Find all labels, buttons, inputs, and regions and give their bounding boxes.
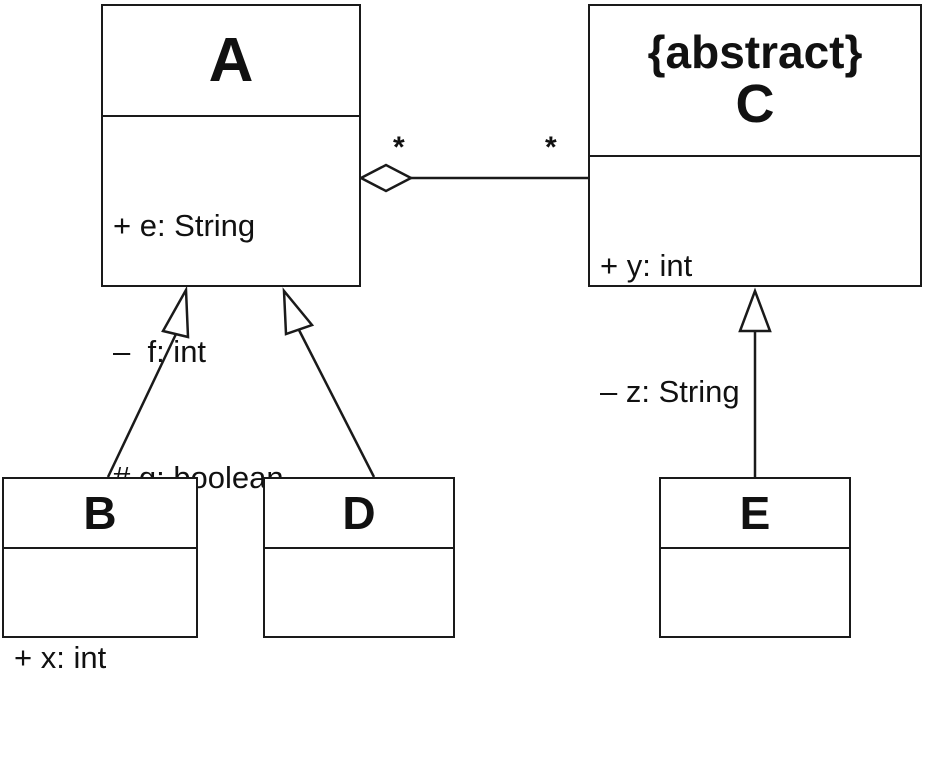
class-e-attributes (661, 549, 849, 553)
class-a-attribute-e: + e: String (113, 208, 256, 243)
class-b-attribute-x: + x: int (14, 640, 107, 675)
class-e-name-compartment: E (661, 479, 849, 549)
uml-class-diagram: A + e: String – f: int # g: boolean {abs… (2, 4, 922, 675)
class-d-name-compartment: D (265, 479, 453, 549)
class-a-name-compartment: A (103, 6, 359, 117)
connectors-layer (106, 163, 772, 478)
generalization-line-b-a (106, 333, 178, 478)
class-c-attribute-y: + y: int (600, 248, 693, 283)
class-a-name: A (208, 25, 254, 95)
class-c-name-compartment: {abstract} C (590, 6, 920, 157)
class-a-attribute-f: – f: int (113, 334, 207, 369)
class-c-attribute-z: – z: String (600, 374, 740, 409)
aggregation-diamond-icon (358, 163, 414, 193)
class-a: A + e: String – f: int # g: boolean (101, 4, 361, 495)
multiplicity-c-end: * (545, 131, 557, 164)
class-b-name-compartment: B (4, 479, 196, 549)
generalization-arrowhead-d-a-icon (282, 287, 315, 336)
class-b-attributes: + x: int (4, 549, 196, 763)
class-c: {abstract} C + y: int – z: String (588, 4, 922, 409)
class-c-name: C (735, 74, 775, 135)
class-d-name: D (342, 486, 376, 539)
class-b: B + x: int (2, 477, 198, 675)
class-d: D (263, 477, 455, 638)
generalization-line-d-a (297, 329, 376, 478)
class-c-attributes: + y: int – z: String (590, 157, 920, 497)
class-b-name: B (83, 486, 117, 539)
class-d-attributes (265, 549, 453, 553)
class-c-stereotype: {abstract} (647, 26, 863, 78)
multiplicity-a-end: * (393, 131, 405, 164)
class-e: E (659, 477, 851, 638)
generalization-arrowhead-b-a-icon (161, 285, 190, 339)
generalization-arrowhead-e-c-icon (738, 287, 772, 333)
class-e-name: E (739, 486, 771, 539)
